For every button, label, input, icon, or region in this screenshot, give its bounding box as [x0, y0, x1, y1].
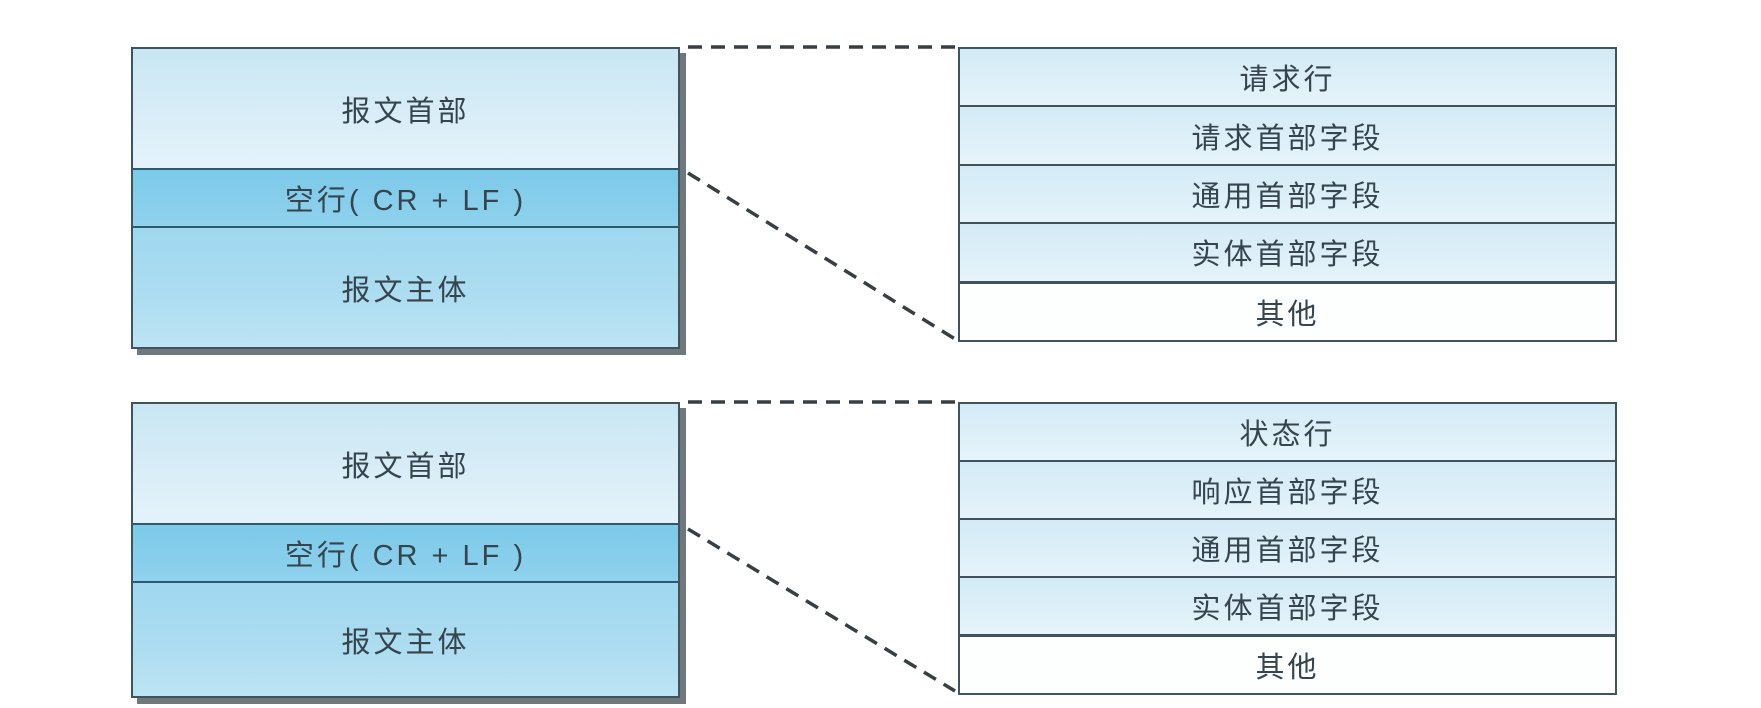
request-diagonal-connector-line: [687, 171, 956, 341]
request-message-header-section: 报文首部: [133, 49, 678, 168]
request-message-body-section: 报文主体: [133, 228, 678, 347]
status-line-row: 状态行: [960, 404, 1615, 460]
row-label: 实体首部字段: [1191, 239, 1384, 272]
request-header-fields-row: 请求首部字段: [960, 105, 1615, 164]
response-diagonal-connector-line: [687, 527, 956, 693]
other-row: 其他: [960, 280, 1615, 341]
response-message-header-section: 报文首部: [133, 404, 678, 523]
general-header-fields-row: 通用首部字段: [960, 163, 1615, 223]
row-label: 其他: [1255, 652, 1320, 684]
row-label: 通用首部字段: [1191, 181, 1384, 214]
request-line-row: 请求行: [960, 49, 1615, 106]
section-label: 报文首部: [341, 450, 470, 483]
section-label: 报文首部: [341, 95, 470, 128]
entity-header-fields-row: 实体首部字段: [960, 222, 1615, 281]
row-label: 通用首部字段: [1191, 535, 1384, 567]
response-blank-line-section: 空行( CR + LF ): [133, 523, 678, 583]
other-row: 其他: [960, 634, 1615, 693]
section-label: 报文主体: [341, 274, 470, 307]
section-label: 报文主体: [341, 626, 470, 659]
row-label: 其他: [1255, 298, 1320, 331]
response-header-detail-box: 状态行 响应首部字段 通用首部字段 实体首部字段 其他: [958, 402, 1617, 695]
response-header-fields-row: 响应首部字段: [960, 460, 1615, 518]
entity-header-fields-row: 实体首部字段: [960, 576, 1615, 634]
request-header-detail-box: 请求行 请求首部字段 通用首部字段 实体首部字段 其他: [958, 47, 1617, 342]
row-label: 响应首部字段: [1191, 477, 1384, 509]
section-label: 空行( CR + LF ): [284, 185, 527, 217]
request-blank-line-section: 空行( CR + LF ): [133, 168, 678, 228]
row-label: 请求行: [1239, 64, 1336, 97]
row-label: 实体首部字段: [1191, 593, 1384, 625]
row-label: 状态行: [1239, 419, 1336, 451]
response-message-body-section: 报文主体: [133, 583, 678, 696]
request-message-box: 报文首部 空行( CR + LF ) 报文主体: [131, 47, 680, 349]
response-message-box: 报文首部 空行( CR + LF ) 报文主体: [131, 402, 680, 698]
general-header-fields-row: 通用首部字段: [960, 518, 1615, 576]
row-label: 请求首部字段: [1191, 122, 1384, 155]
section-label: 空行( CR + LF ): [284, 540, 527, 572]
